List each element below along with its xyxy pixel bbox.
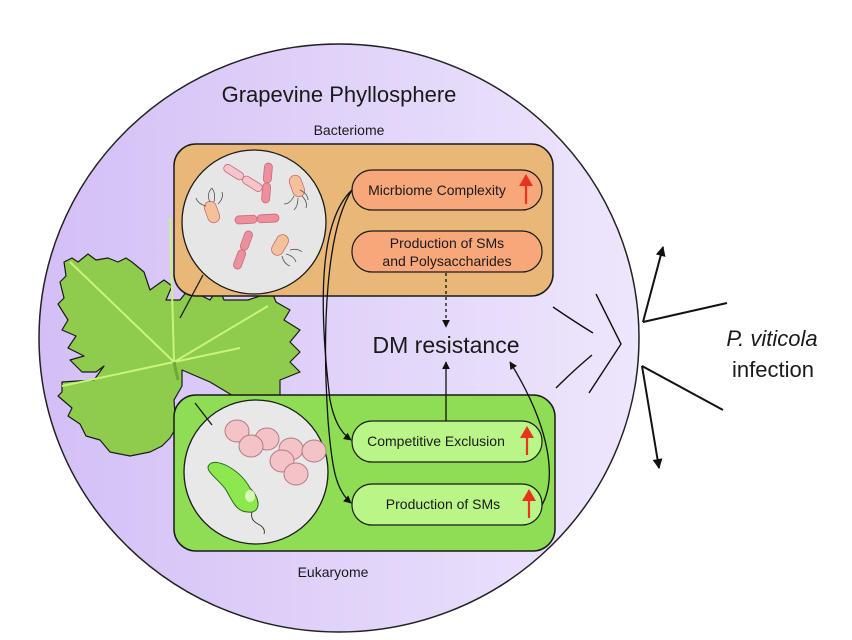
red-up-arrow-icon (519, 174, 533, 204)
pathogen-name: P. viticola (726, 326, 817, 351)
bacteriome-item-production-sms-polysaccharides: Production of SMs and Polysaccharides (351, 230, 543, 273)
connector-arrows (322, 189, 550, 506)
item-label-line2: and Polysaccharides (382, 253, 511, 269)
eukaryote-magnifier (183, 399, 329, 545)
eukaryome-item-competitive-exclusion: Competitive Exclusion (351, 420, 543, 463)
bacteriome-label: Bacteriome (314, 122, 385, 138)
barrier-marks (552, 293, 622, 394)
item-label: Production of SMs (386, 496, 500, 512)
red-up-arrow-icon (520, 426, 534, 455)
yeast-cells-icon (224, 419, 327, 486)
incoming-upper (642, 302, 728, 323)
arrow-complexity-to-production (324, 189, 353, 504)
pathogen-deflection-arrows (641, 246, 728, 469)
incoming-lower (641, 365, 724, 411)
flagellate-protist-icon (207, 462, 265, 535)
pathogen-infection-label: infection (732, 357, 814, 382)
item-label: Micrbiome Complexity (368, 182, 506, 198)
deflect-up-arrow (642, 246, 666, 323)
rod-bacteria-icon (195, 162, 309, 270)
red-up-arrow-icon (522, 489, 536, 518)
grape-leaf-icon (57, 189, 301, 457)
arrow-production-to-resistance (509, 361, 550, 506)
eukaryome-item-production-sms: Production of SMs (351, 483, 543, 526)
deflect-down-arrow (641, 365, 663, 469)
magnifier-pointer (179, 274, 204, 319)
bacteriome-item-microbiome-complexity: Micrbiome Complexity (351, 169, 543, 211)
eukaryome-label: Eukaryome (298, 564, 369, 580)
dm-resistance-label: DM resistance (373, 332, 520, 358)
item-label-line1: Production of SMs (390, 235, 504, 251)
magnifier-pointer (194, 402, 213, 426)
item-label: Competitive Exclusion (367, 433, 505, 449)
phyllosphere-title: Grapevine Phyllosphere (222, 82, 457, 107)
